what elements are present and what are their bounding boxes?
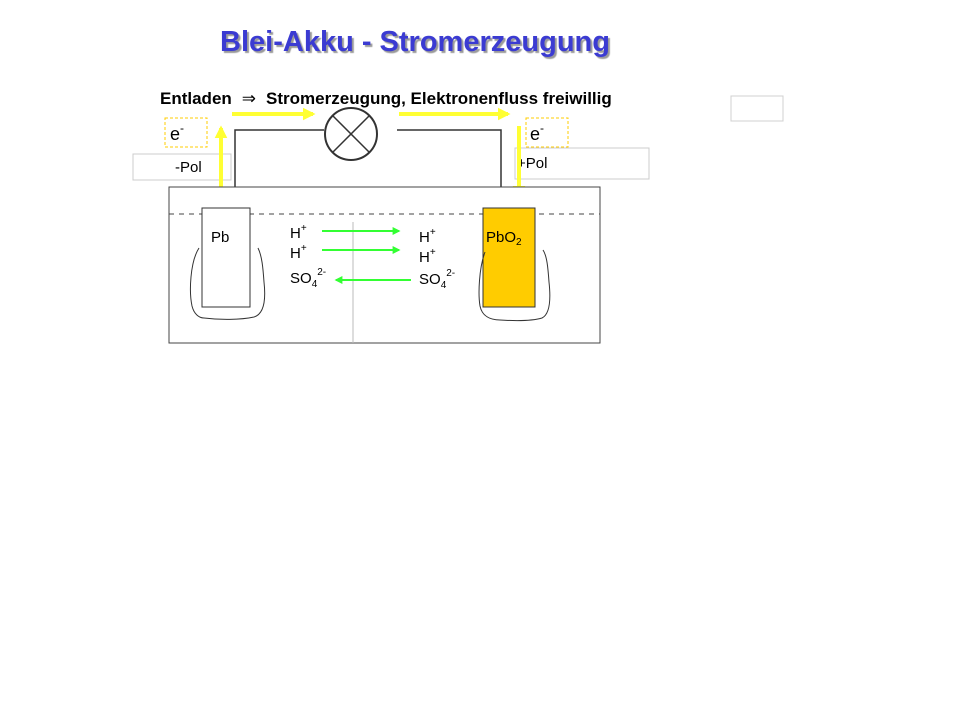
h-ion-right-1: H+ — [419, 227, 436, 246]
plus-pole-box — [514, 147, 650, 180]
pb-electrode — [201, 207, 251, 308]
electron-box-right — [525, 117, 569, 148]
anode-sketch-outline — [190, 247, 266, 320]
wire-right — [397, 129, 502, 208]
h-ion-right-2: H+ — [419, 247, 436, 266]
subtitle-rest: Stromerzeugung, Elektronenfluss freiwill… — [266, 89, 612, 108]
electron-label-left: e- — [170, 121, 184, 144]
h-ion-left-2: H+ — [290, 243, 307, 262]
subtitle: Entladen ⇒ Stromerzeugung, Elektronenfluss… — [160, 89, 612, 108]
pbo2-electrode — [482, 207, 536, 308]
lamp-cross-2 — [332, 115, 370, 153]
empty-textbox — [730, 95, 784, 122]
cathode-sketch-outline — [478, 249, 551, 322]
minus-pole-box — [132, 153, 232, 181]
slide-title: Blei-Akku - Stromerzeugung — [220, 26, 610, 58]
plus-pole-label: +Pol — [517, 155, 547, 172]
subtitle-prefix: Entladen — [160, 89, 232, 108]
h-ion-left-1: H+ — [290, 223, 307, 242]
implies-arrow: ⇒ — [242, 89, 256, 108]
minus-pole-label: -Pol — [175, 159, 202, 176]
so4-ion-right: SO42- — [419, 268, 455, 291]
electron-label-right: e- — [530, 121, 544, 144]
wire-left — [234, 129, 324, 208]
so4-ion-left: SO42- — [290, 267, 326, 290]
pb-label: Pb — [211, 229, 229, 246]
pbo2-label: PbO2 — [486, 229, 522, 248]
electron-box-left — [164, 117, 208, 148]
